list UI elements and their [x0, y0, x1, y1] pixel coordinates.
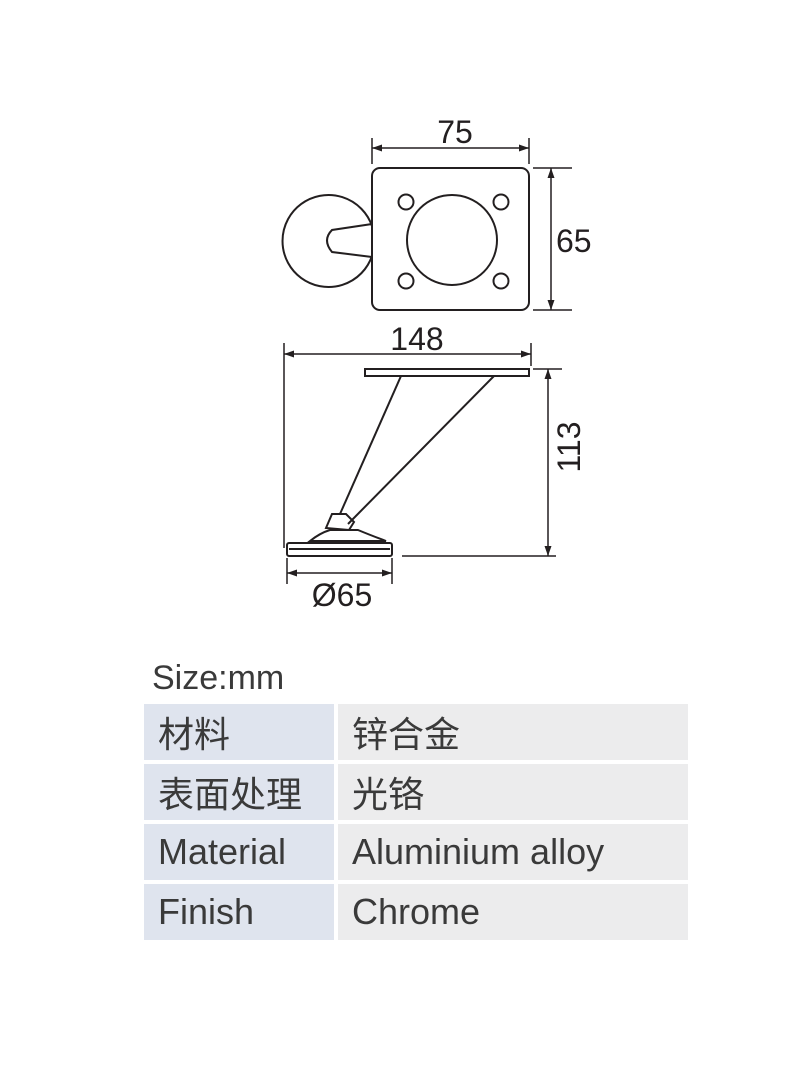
base-foot-profile [307, 529, 387, 542]
dimension-label-height: 113 [551, 421, 587, 472]
base-disc-outline [281, 194, 373, 288]
leg-outline-right [347, 375, 495, 525]
spec-table: 材料 锌合金 表面处理 光铬 Material Aluminium alloy … [144, 704, 688, 940]
spec-value: 锌合金 [336, 704, 688, 764]
screw-hole [397, 272, 415, 290]
size-unit-label: Size:mm [152, 659, 285, 697]
spec-value: Aluminium alloy [336, 822, 688, 884]
spec-value: 光铬 [336, 762, 688, 824]
screw-hole [492, 272, 510, 290]
base-foot-plate [286, 542, 393, 557]
technical-drawing: 75 65 148 113 Ø65 [281, 114, 592, 613]
leg-outline-left [339, 375, 402, 515]
top-plate-profile [364, 368, 530, 377]
dimension-plate-height [533, 167, 572, 311]
dimension-overall-length [283, 343, 532, 548]
side-view [286, 368, 530, 557]
spec-row: 材料 锌合金 [144, 704, 688, 764]
spec-value: Chrome [336, 882, 688, 940]
spec-row: Finish Chrome [144, 882, 688, 940]
spec-key: 表面处理 [144, 762, 338, 824]
dimension-height [402, 368, 562, 557]
dimension-plate-width [371, 138, 530, 164]
spec-row: Material Aluminium alloy [144, 822, 688, 884]
dimension-label-plate-height: 65 [556, 223, 592, 259]
leg-taper-outline [326, 223, 373, 258]
spec-row: 表面处理 光铬 [144, 762, 688, 824]
dimension-label-base-diameter: Ø65 [312, 577, 372, 613]
spec-key: Material [144, 822, 338, 884]
dimension-label-overall-length: 148 [390, 321, 443, 357]
top-view [281, 167, 530, 311]
dimension-label-plate-width: 75 [437, 114, 473, 150]
dimension-base-diameter [286, 558, 393, 584]
center-hole [406, 194, 498, 286]
mounting-plate [371, 167, 530, 311]
screw-hole [492, 193, 510, 211]
spec-key: Finish [144, 882, 338, 940]
spec-key: 材料 [144, 704, 338, 764]
screw-hole [397, 193, 415, 211]
